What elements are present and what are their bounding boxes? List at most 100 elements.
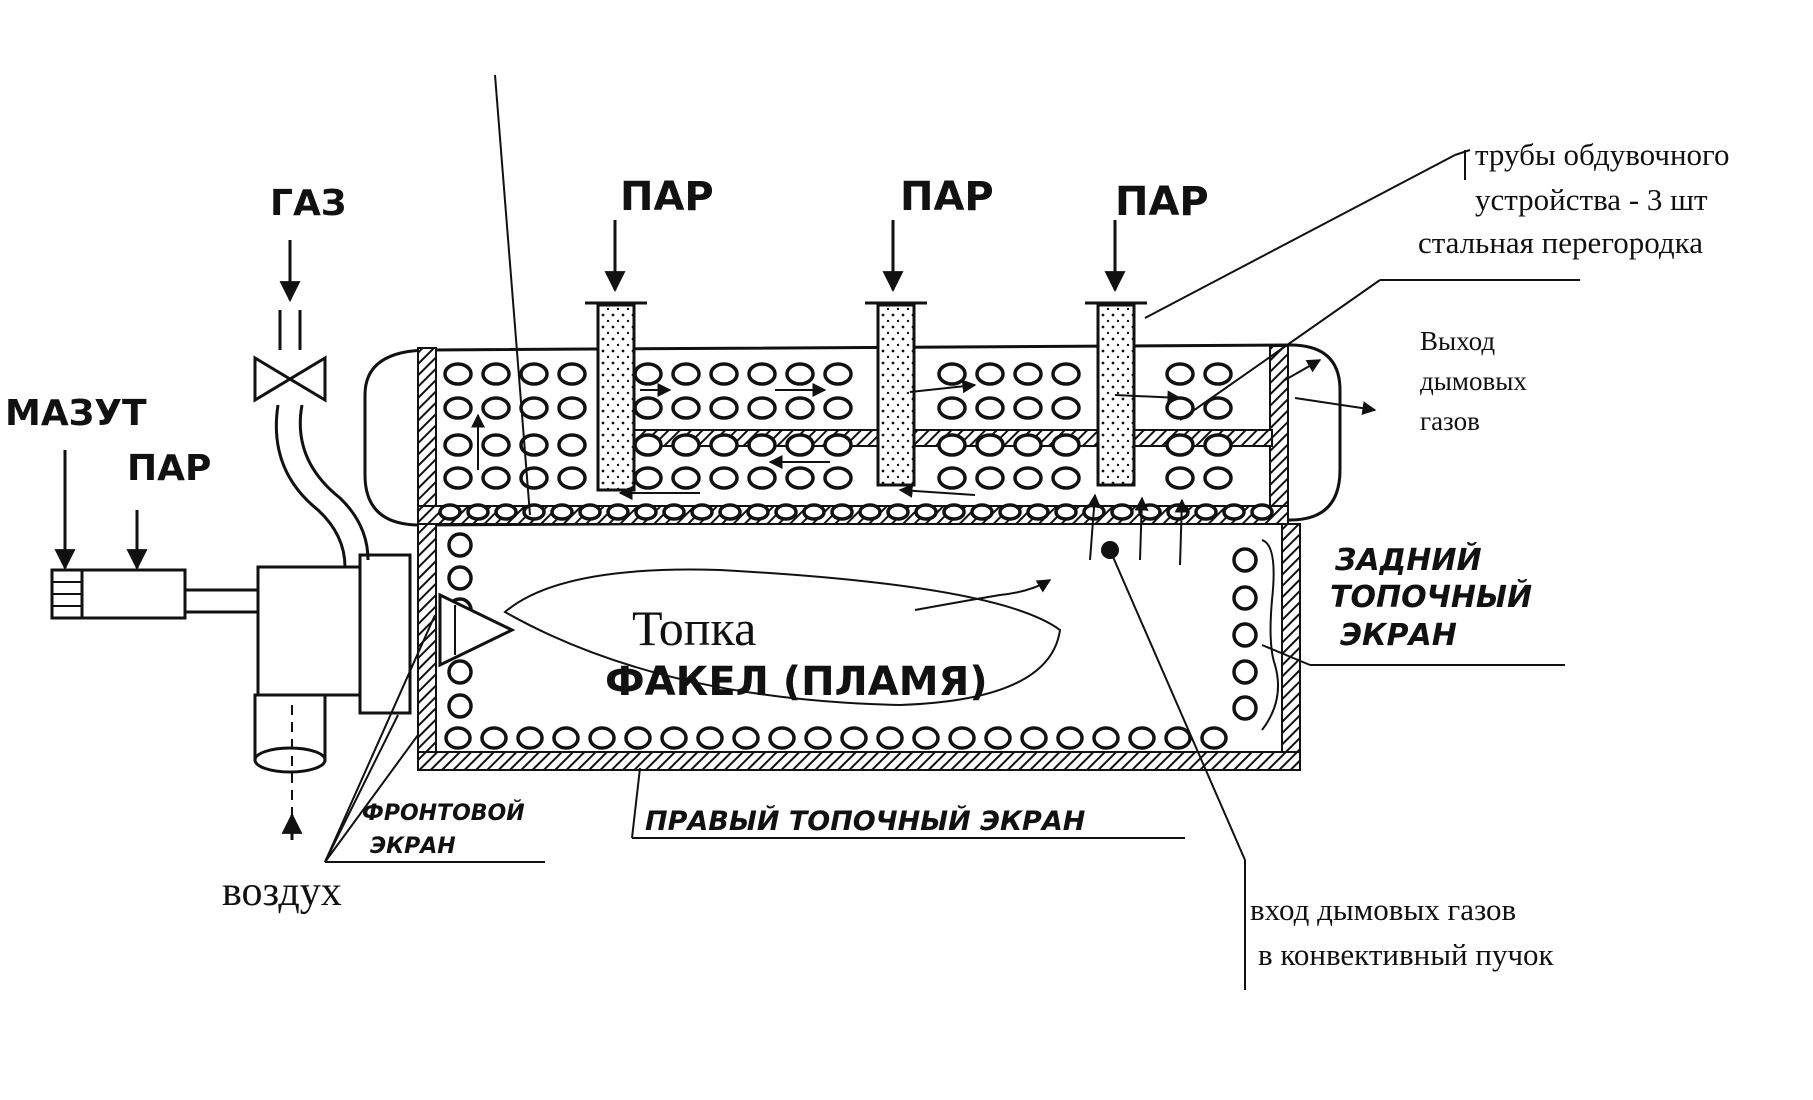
tube-circle <box>481 362 511 386</box>
tube-circle <box>975 362 1005 386</box>
label-rear-screen-1: ЗАДНИЙ <box>1334 542 1482 578</box>
screen-tubes <box>438 503 1274 750</box>
tube-circle <box>1020 726 1048 750</box>
label-flue-exit-2: дымовых <box>1420 366 1527 396</box>
tube-circle <box>709 396 739 420</box>
tube-circle <box>696 726 724 750</box>
tube-circle <box>1165 396 1195 420</box>
tube-circle <box>557 466 587 490</box>
label-blower-tubes-1: трубы обдувочного <box>1475 137 1729 172</box>
tube-circle <box>709 362 739 386</box>
tube-circle <box>671 362 701 386</box>
label-rear-screen-3: ЭКРАН <box>1340 618 1457 653</box>
tube-circle <box>774 503 798 521</box>
flame-swirl-arrow <box>914 579 1052 611</box>
tube-circle <box>481 396 511 420</box>
tube-circle <box>444 726 472 750</box>
tube-circle <box>606 503 630 521</box>
tube-circle <box>519 396 549 420</box>
tube-circle <box>557 362 587 386</box>
tube-circle <box>552 726 580 750</box>
label-rear-screen-2: ТОПОЧНЫЙ <box>1330 579 1532 615</box>
tube-circle <box>1203 433 1233 457</box>
tube-circle <box>1013 433 1043 457</box>
burner-cone <box>438 592 516 668</box>
tube-circle <box>718 503 742 521</box>
tube-circle <box>785 433 815 457</box>
tube-circle <box>948 726 976 750</box>
tube-circle <box>1051 466 1081 490</box>
tube-circle <box>975 466 1005 490</box>
tube-circle <box>746 503 770 521</box>
tube-circle <box>1164 726 1192 750</box>
tube-circle <box>443 396 473 420</box>
blower-pipes <box>585 301 1147 492</box>
tube-circle <box>494 503 518 521</box>
tube-circle <box>975 433 1005 457</box>
tube-circle <box>937 362 967 386</box>
tube-circle <box>912 726 940 750</box>
tube-circle <box>1232 585 1258 611</box>
tube-circle <box>802 503 826 521</box>
tube-circle <box>998 503 1022 521</box>
tube-circle <box>1054 503 1078 521</box>
tube-circle <box>557 396 587 420</box>
tube-circle <box>937 396 967 420</box>
tube-circle <box>690 503 714 521</box>
tube-circle <box>840 726 868 750</box>
tube-circle <box>970 503 994 521</box>
tube-circle <box>438 503 462 521</box>
tube-circle <box>480 726 508 750</box>
tube-circle <box>481 433 511 457</box>
tube-circle <box>634 503 658 521</box>
tube-circle <box>443 433 473 457</box>
tube-circle <box>1232 622 1258 648</box>
tube-circle <box>516 726 544 750</box>
tube-circle <box>481 466 511 490</box>
tube-circle <box>1165 466 1195 490</box>
tube-circle <box>1194 503 1218 521</box>
label-flame: ФАКЕЛ (ПЛАМЯ) <box>605 659 988 705</box>
tube-circle <box>876 726 904 750</box>
tube-circle <box>804 726 832 750</box>
tube-circle <box>1128 726 1156 750</box>
tube-circle <box>785 362 815 386</box>
tube-circle <box>662 503 686 521</box>
tube-circle <box>1165 433 1195 457</box>
tube-circle <box>768 726 796 750</box>
tube-circle <box>858 503 882 521</box>
tube-circle <box>447 693 473 719</box>
tube-circle <box>1051 362 1081 386</box>
tube-circle <box>578 503 602 521</box>
label-front-screen-1: ФРОНТОВОЙ <box>362 800 525 826</box>
tube-circle <box>747 433 777 457</box>
tube-circle <box>823 433 853 457</box>
tube-circle <box>823 396 853 420</box>
label-steel-partition: стальная перегородка <box>1418 225 1703 260</box>
label-gas: ГАЗ <box>270 183 346 224</box>
label-right-screen: ПРАВЫЙ ТОПОЧНЫЙ ЭКРАН <box>645 805 1086 837</box>
tube-circle <box>633 433 663 457</box>
label-flue-inlet-1: вход дымовых газов <box>1250 892 1516 927</box>
tube-circle <box>785 396 815 420</box>
tube-circle <box>709 466 739 490</box>
tube-circle <box>1166 503 1190 521</box>
tube-circle <box>747 396 777 420</box>
tube-circle <box>443 466 473 490</box>
tube-circle <box>942 503 966 521</box>
tube-circle <box>1138 503 1162 521</box>
label-flue-inlet-2: в конвективный пучок <box>1258 937 1555 972</box>
convective-outline <box>363 343 1342 527</box>
tube-circle <box>671 433 701 457</box>
tube-circle <box>522 503 546 521</box>
label-flue-exit-1: Выход <box>1420 326 1495 356</box>
tube-circle <box>1203 362 1233 386</box>
tube-circle <box>633 466 663 490</box>
tube-circle <box>447 532 473 558</box>
label-steam-3: ПАР <box>1115 179 1209 225</box>
convective-tube-bank <box>443 362 1233 490</box>
tube-circle <box>785 466 815 490</box>
gas-line <box>253 240 370 568</box>
leader-lines <box>324 74 1580 990</box>
